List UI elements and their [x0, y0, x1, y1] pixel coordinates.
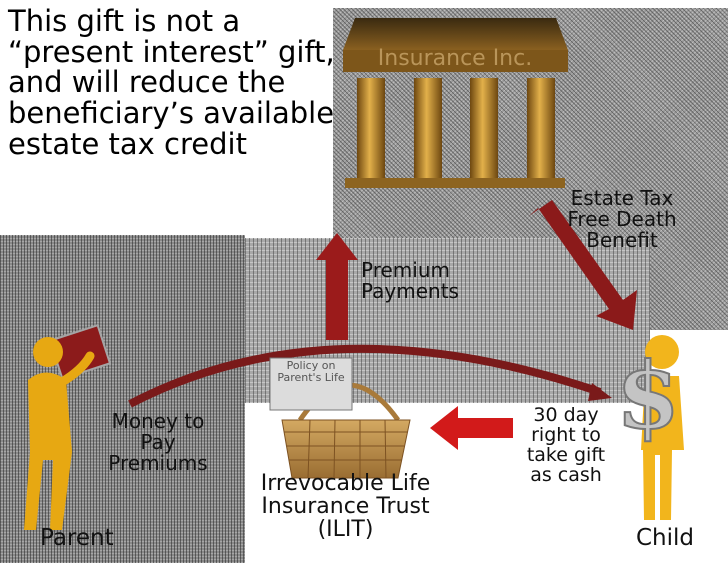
death-benefit-label: Estate Tax Free Death Benefit — [567, 186, 677, 252]
insurer-name: Insurance Inc. — [378, 46, 532, 71]
withdrawal-label: 30 day right to take gift as cash — [526, 404, 606, 486]
premium-arrow — [316, 233, 358, 340]
money-label: Money to Pay Premiums — [108, 409, 208, 475]
parent-label: Parent — [40, 525, 114, 551]
gift-curve-arrow — [128, 344, 612, 408]
policy-card — [269, 357, 353, 411]
temple-icon — [343, 18, 568, 188]
page-title: This gift is not a “present interest” gi… — [8, 4, 335, 161]
svg-text:$: $ — [616, 342, 680, 450]
child-label: Child — [636, 525, 695, 551]
death-benefit-arrow — [529, 200, 637, 330]
child-figure-icon — [641, 335, 684, 520]
parent-figure-icon — [24, 323, 112, 530]
dollar-sign-icon: $ — [615, 341, 681, 451]
trust-label: Irrevocable Life Insurance Trust (ILIT) — [260, 471, 431, 543]
withdrawal-arrow — [430, 406, 513, 450]
policy-card-label: Policy on Parent's Life — [277, 359, 345, 384]
premium-label: Premium Payments — [361, 258, 459, 303]
